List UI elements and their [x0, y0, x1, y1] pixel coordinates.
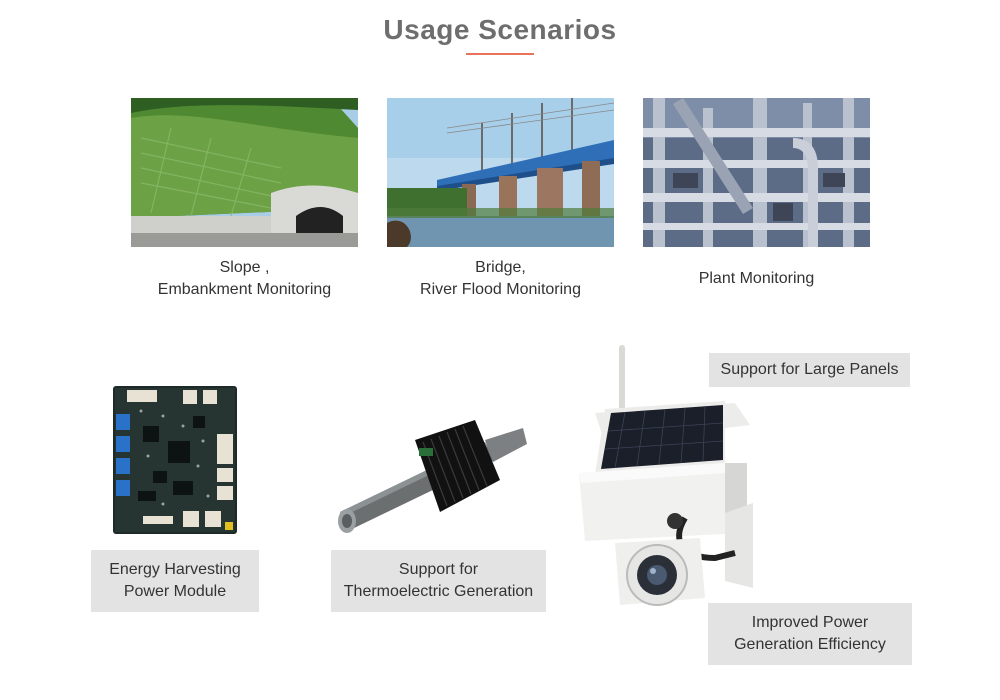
label-power-efficiency: Improved Power Generation Efficiency [708, 603, 912, 665]
label-energy-harvesting-module: Energy Harvesting Power Module [91, 550, 259, 612]
label-large-panels-support: Support for Large Panels [709, 353, 910, 387]
label-line: Energy Harvesting [109, 561, 241, 578]
scenario-caption-line: Slope , [219, 259, 270, 276]
label-line: Power Module [123, 583, 227, 600]
scenario-caption-line: Embankment Monitoring [157, 281, 332, 298]
label-line: Improved Power [751, 614, 869, 631]
tunnel-slope-photo [131, 98, 358, 247]
label-line: Support for [398, 561, 479, 578]
railway-bridge-photo [387, 98, 614, 247]
label-line: Thermoelectric Generation [343, 583, 534, 600]
scenario-caption-slope: Slope , Embankment Monitoring [131, 257, 358, 301]
page-title: Usage Scenarios [383, 14, 617, 45]
scenario-caption-bridge: Bridge, River Flood Monitoring [387, 257, 614, 301]
power-module-board-image [113, 386, 237, 539]
scenario-caption-line: Plant Monitoring [698, 270, 815, 287]
industrial-pipes-photo [643, 98, 870, 247]
label-line: Generation Efficiency [734, 636, 886, 653]
label-line: Support for Large Panels [720, 361, 899, 378]
title-underline [466, 53, 534, 55]
thermoelectric-generator-image [335, 420, 530, 545]
label-thermoelectric-support: Support for Thermoelectric Generation [331, 550, 546, 612]
scenario-caption-line: River Flood Monitoring [420, 281, 581, 298]
solar-camera-unit-image [575, 343, 760, 620]
scenario-caption-plant: Plant Monitoring [643, 268, 870, 290]
scenario-caption-line: Bridge, [475, 259, 526, 276]
